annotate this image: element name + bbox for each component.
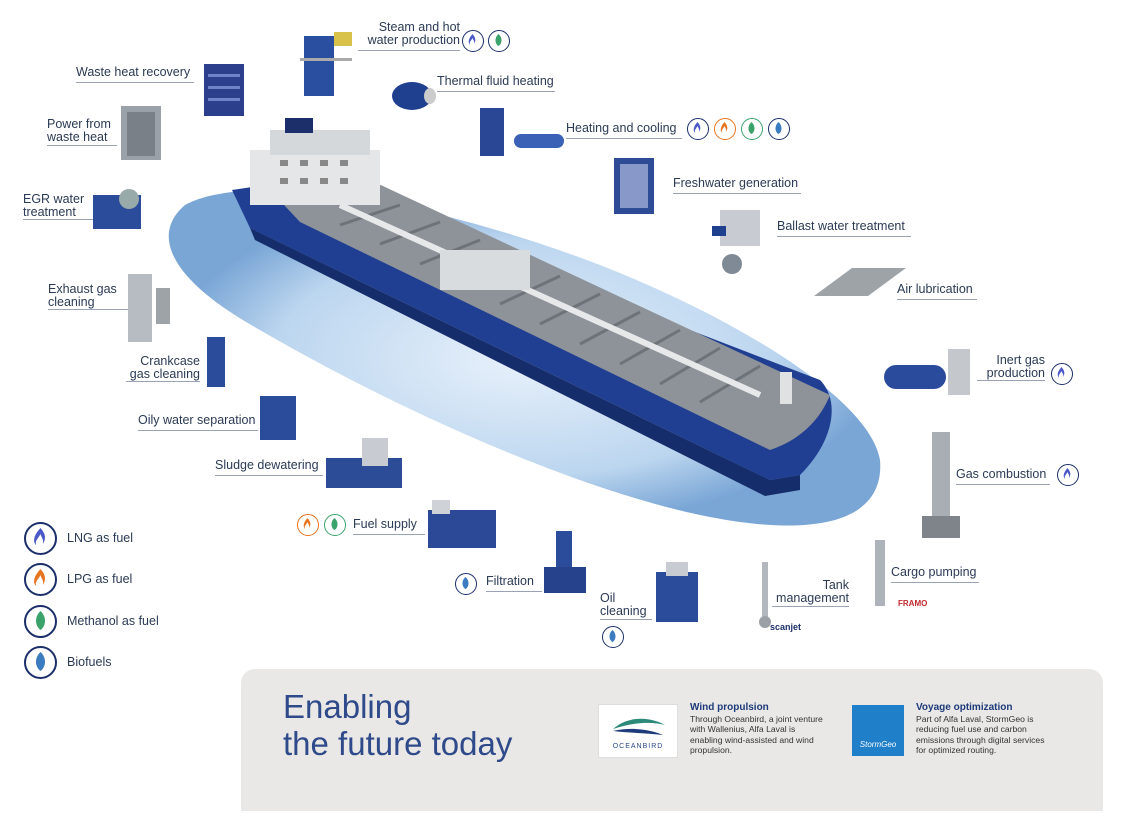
ship-superstructure — [250, 118, 380, 205]
lpg-flame-icon — [24, 563, 57, 596]
label-filtration: Filtration — [486, 574, 534, 588]
lng-flame-icon — [24, 522, 57, 555]
waste-heat-recovery-image — [204, 64, 244, 116]
lng-flame-icon — [1051, 363, 1073, 385]
legend-label-methanol: Methanol as fuel — [67, 614, 159, 628]
fuel-supply-unit-image — [428, 500, 496, 548]
tank-cleaning-machine-image — [759, 562, 771, 628]
label-steam: Steam and hot water production — [367, 20, 460, 47]
air-lubrication-plate-image — [814, 268, 906, 296]
heat-exchanger-image — [480, 108, 564, 156]
lng-flame-icon — [687, 118, 709, 140]
label-power-waste-heat: Power from waste heat — [47, 117, 111, 144]
label-cargo-pumping: Cargo pumping — [891, 565, 977, 579]
label-inert-gas: Inert gas production — [986, 353, 1045, 380]
label-fuel-supply: Fuel supply — [353, 517, 417, 531]
freshwater-generator-image — [614, 158, 654, 214]
ballast-unit-image — [712, 210, 760, 274]
wind-propulsion-body: Through Oceanbird, a joint venture with … — [690, 714, 823, 755]
ship-deck — [270, 180, 830, 450]
label-thermal: Thermal fluid heating — [437, 74, 554, 88]
label-oil-cleaning: Oil cleaning — [600, 591, 647, 618]
label-freshwater: Freshwater generation — [673, 176, 799, 190]
biofuel-leaf-icon — [768, 118, 790, 140]
filter-image — [544, 531, 586, 593]
label-sludge: Sludge dewatering — [215, 458, 319, 472]
legend-label-lpg: LPG as fuel — [67, 572, 133, 586]
lng-flame-icon — [462, 30, 484, 52]
biofuel-leaf-icon — [24, 646, 57, 679]
methanol-leaf-icon — [741, 118, 763, 140]
label-tank-management: Tank management — [776, 578, 849, 605]
methanol-leaf-icon — [488, 30, 510, 52]
label-air-lubrication: Air lubrication — [897, 282, 973, 296]
label-oily-water: Oily water separation — [138, 413, 256, 427]
egr-unit-image — [93, 189, 141, 229]
power-generator-image — [121, 106, 161, 160]
label-ballast: Ballast water treatment — [777, 219, 905, 233]
oceanbird-logo-text: OCEANBIRD — [612, 743, 664, 750]
legend-label-biofuels: Biofuels — [67, 655, 112, 669]
hero-title: Enabling the future today — [283, 688, 512, 762]
stormgeo-logo-text: StormGeo — [859, 740, 897, 749]
hero-line-1: Enabling — [283, 688, 412, 725]
steam-boiler-image — [300, 32, 352, 96]
crankcase-separator-image — [207, 337, 225, 387]
voyage-optimization-body: Part of Alfa Laval, StormGeo is reducing… — [916, 714, 1045, 755]
label-exhaust: Exhaust gas cleaning — [48, 282, 117, 309]
biofuel-leaf-icon — [455, 573, 477, 595]
label-egr: EGR water treatment — [23, 192, 85, 219]
hero-line-2: the future today — [283, 725, 513, 762]
methanol-leaf-icon — [324, 514, 346, 536]
methanol-leaf-icon — [24, 605, 57, 638]
lpg-flame-icon — [297, 514, 319, 536]
stormgeo-logo: StormGeo — [852, 705, 904, 756]
lpg-flame-icon — [714, 118, 736, 140]
biofuel-leaf-icon — [602, 626, 624, 648]
voyage-optimization-title: Voyage optimization — [916, 702, 1013, 713]
label-crankcase: Crankcase gas cleaning — [129, 354, 200, 381]
oily-water-separator-image — [260, 396, 296, 440]
oceanbird-logo: OCEANBIRD — [598, 704, 678, 758]
inert-gas-generator-image — [884, 349, 970, 395]
scanjet-logo: scanjet — [770, 622, 802, 632]
legend-label-lng: LNG as fuel — [67, 531, 134, 545]
lng-flame-icon — [1057, 464, 1079, 486]
oil-separator-image — [656, 562, 698, 622]
label-heating-cooling: Heating and cooling — [566, 121, 677, 135]
sludge-dewatering-image — [326, 438, 402, 488]
framo-logo: FRAMO — [898, 599, 928, 608]
thermal-heater-image — [392, 82, 436, 110]
wind-propulsion-title: Wind propulsion — [690, 702, 769, 713]
label-waste-heat: Waste heat recovery — [76, 65, 191, 79]
exhaust-scrubber-image — [128, 274, 170, 342]
label-gas-combustion: Gas combustion — [956, 467, 1047, 481]
cargo-pump-image — [875, 540, 885, 606]
gas-combustion-unit-image — [922, 432, 960, 538]
